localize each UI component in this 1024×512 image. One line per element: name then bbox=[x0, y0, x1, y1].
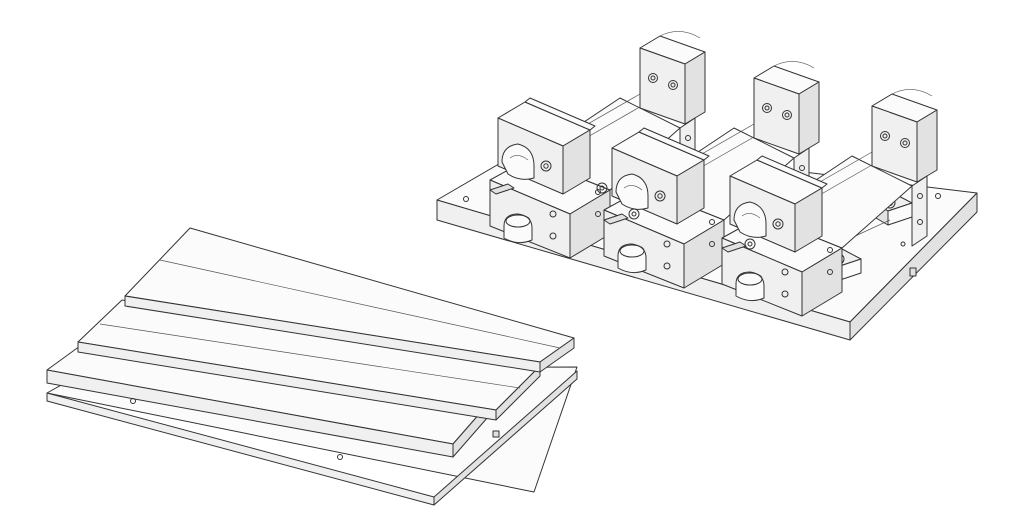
plate-nut bbox=[744, 238, 756, 250]
table-hole bbox=[130, 398, 136, 404]
plate-hole bbox=[900, 241, 906, 247]
t-slot-line bbox=[99, 323, 521, 389]
fixture-plate-side bbox=[849, 192, 978, 341]
t-slot-line bbox=[159, 259, 561, 349]
plate-hole bbox=[935, 193, 941, 199]
plate-nut bbox=[596, 182, 608, 194]
table-side-key bbox=[492, 430, 500, 438]
plate-nut bbox=[628, 208, 640, 220]
plate-hole bbox=[463, 196, 469, 202]
t-slot-table-plate bbox=[46, 227, 578, 506]
table-strip-back-side bbox=[539, 337, 575, 373]
plate-key-notch bbox=[909, 267, 917, 277]
table-base-slab-side bbox=[433, 370, 578, 506]
table-strip-middle-side bbox=[495, 365, 541, 421]
table-hole bbox=[337, 454, 343, 460]
